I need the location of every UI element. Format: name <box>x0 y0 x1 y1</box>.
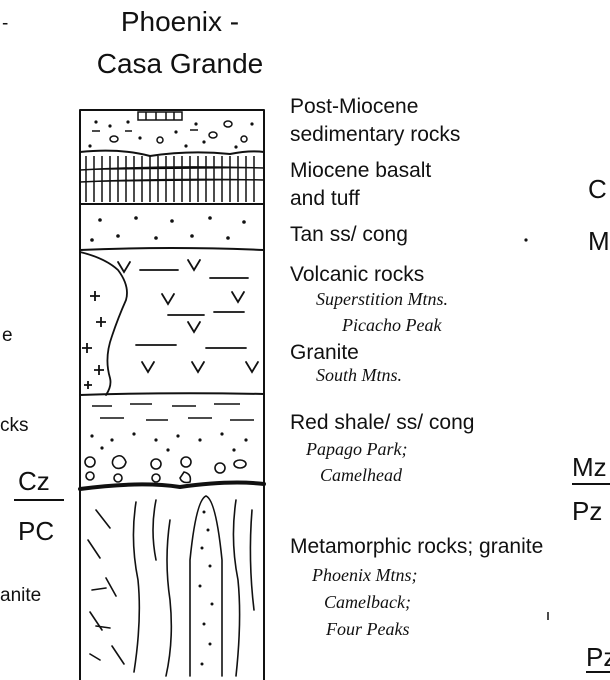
era-label-cenozoic: Cz <box>18 468 50 494</box>
left-fragment-label: anite <box>0 586 41 605</box>
locality-label: Phoenix Mtns; <box>312 566 417 584</box>
locality-label: Superstition Mtns. <box>316 290 448 308</box>
locality-label: Four Peaks <box>326 620 409 638</box>
granite-pattern <box>82 291 106 389</box>
right-fragment-label: C <box>588 176 607 202</box>
left-fragment-label: cks <box>0 416 29 435</box>
post-miocene-pattern <box>92 112 247 143</box>
left-fragment-label: - <box>2 14 8 33</box>
locality-label: Camelback; <box>324 593 411 611</box>
era-label-precambrian: PC <box>18 518 54 544</box>
unit-label: Tan ss/ cong <box>290 224 408 245</box>
metamorphic-pattern <box>88 496 254 676</box>
stray-dot <box>524 238 527 241</box>
locality-label: Camelhead <box>320 466 402 484</box>
basalt-pattern <box>80 156 264 202</box>
unit-label: and tuff <box>290 188 360 209</box>
era-label-paleozoic: Pz <box>572 498 602 524</box>
locality-label: Picacho Peak <box>342 316 441 334</box>
unit-label: Red shale/ ss/ cong <box>290 412 474 433</box>
red-shale-pattern <box>85 404 254 483</box>
right-fragment-label: M <box>588 228 610 254</box>
boundary-line <box>80 248 264 250</box>
left-fragment-label: e <box>2 326 13 345</box>
tan-sandstone-pattern <box>90 216 246 242</box>
era-label-paleozoic-bottom: Pz <box>586 644 610 670</box>
unit-label: Metamorphic rocks; granite <box>290 536 543 557</box>
locality-label: South Mtns. <box>316 366 402 384</box>
unit-label: Post-Miocene <box>290 96 418 117</box>
unit-label: Granite <box>290 342 359 363</box>
unit-label: Volcanic rocks <box>290 264 424 285</box>
volcanic-pattern <box>80 252 258 395</box>
unit-label: Miocene basalt <box>290 160 431 181</box>
boundary-line <box>80 151 264 156</box>
era-label-mesozoic: Mz <box>572 454 607 480</box>
unit-label: sedimentary rocks <box>290 124 460 145</box>
locality-label: Papago Park; <box>306 440 407 458</box>
boundary-line <box>80 483 264 489</box>
